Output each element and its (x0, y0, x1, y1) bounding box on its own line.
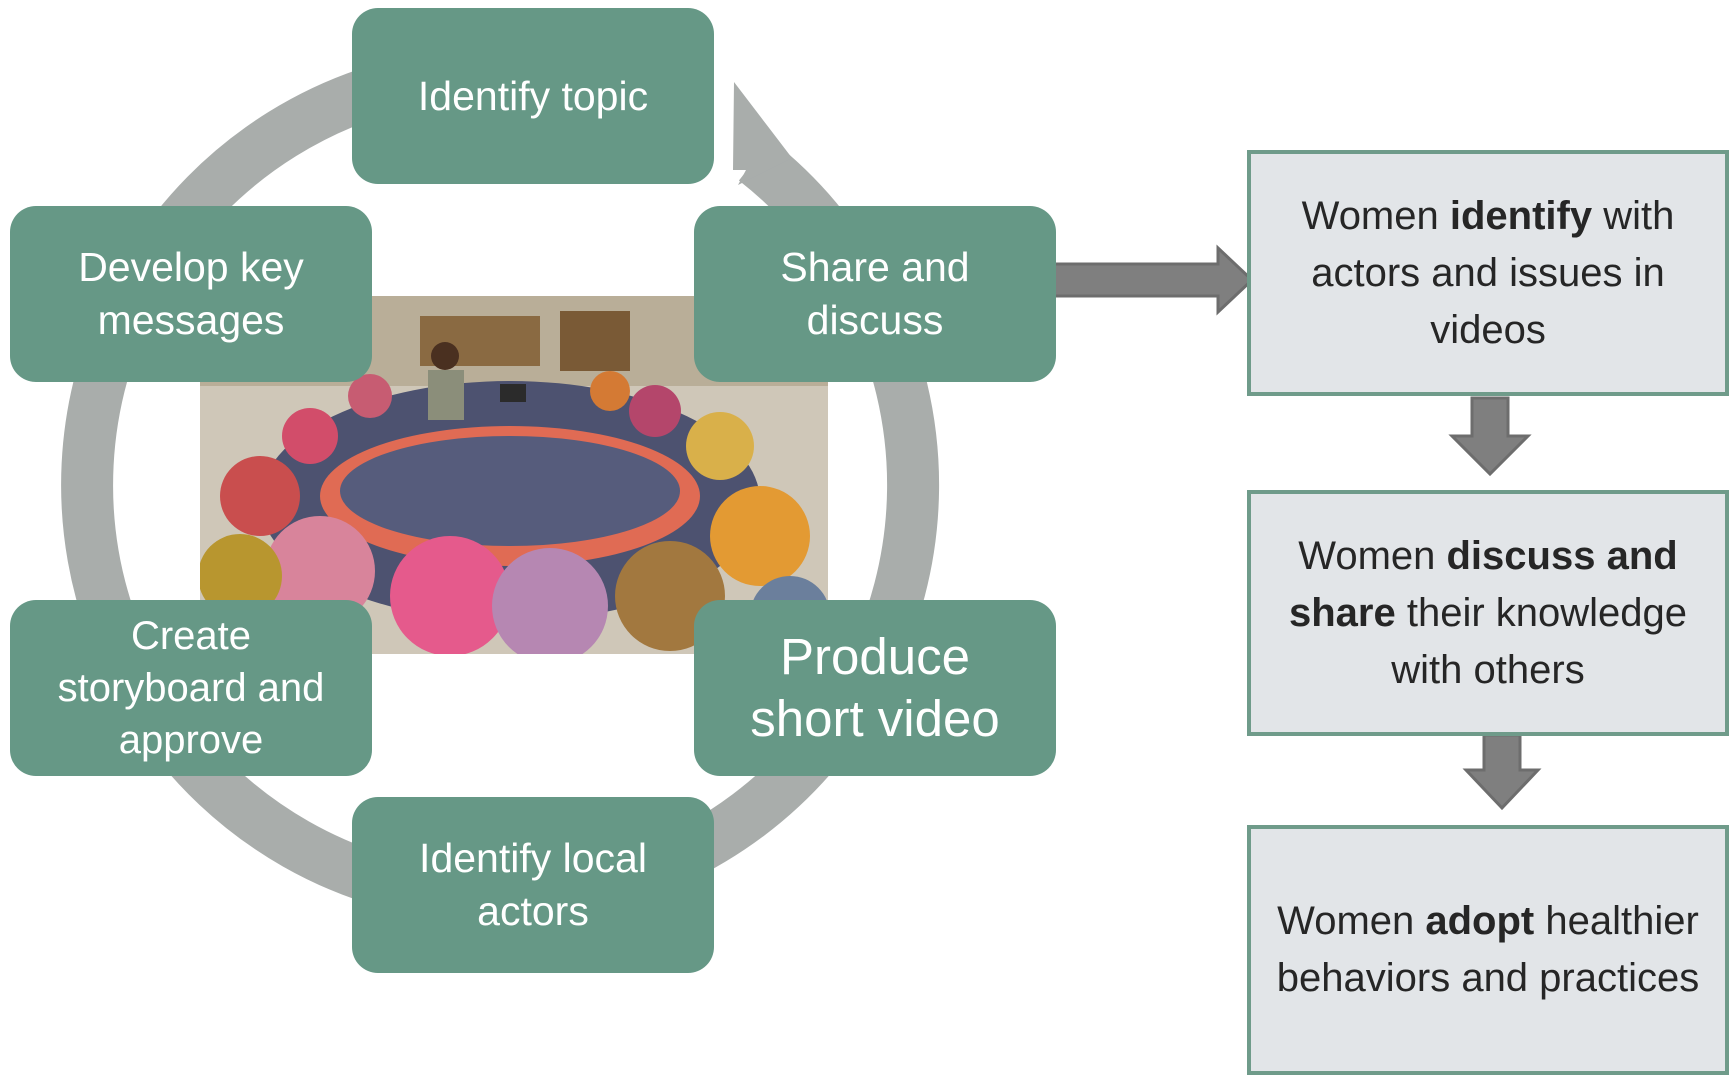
step-identify-topic: Identify topic (352, 8, 714, 184)
cycle-arrowhead (733, 82, 792, 185)
outcome-text-emphasis: adopt (1425, 899, 1535, 943)
step-create-storyboard: Create storyboard and approve (10, 600, 372, 776)
outcome-text-prefix: Women (1298, 533, 1447, 578)
outcome-text-emphasis: identify (1449, 193, 1593, 238)
outcome-text: Women discuss and share their knowledge … (1251, 528, 1725, 699)
outcome-text-prefix: Women (1301, 193, 1450, 238)
down-arrow-1 (1448, 396, 1532, 477)
outcome-text-prefix: Women (1277, 899, 1426, 943)
outcome-text-suffix: healthier behaviors and practices (1276, 899, 1700, 1000)
outcome-text: Women adopt healthier behaviors and prac… (1251, 893, 1725, 1007)
outcome-text: Women identify with actors and issues in… (1251, 188, 1725, 359)
outcome-box-adopt: Women adopt healthier behaviors and prac… (1247, 825, 1729, 1075)
outcome-text-suffix: their knowledge with others (1391, 590, 1688, 692)
step-develop-key-messages-label: Develop key messages (78, 244, 304, 343)
outcome-text-suffix: with actors and issues in videos (1311, 193, 1675, 352)
down-arrow-2 (1462, 733, 1542, 811)
step-identify-local-actors: Identify local actors (352, 797, 714, 973)
step-share-and-discuss: Share and discuss (694, 206, 1056, 382)
step-produce-short-video-label: Produce short video (750, 628, 1000, 747)
step-identify-local-actors-label: Identify local actors (419, 835, 647, 934)
step-identify-topic-label: Identify topic (417, 72, 649, 119)
right-arrow (1042, 244, 1255, 316)
outcome-box-discuss-share: Women discuss and share their knowledge … (1247, 490, 1729, 736)
flow-arrows (1042, 244, 1542, 811)
step-create-storyboard-label: Create storyboard and approve (57, 614, 325, 762)
outcome-box-identify: Women identify with actors and issues in… (1247, 150, 1729, 396)
step-share-and-discuss-label: Share and discuss (780, 244, 970, 343)
step-produce-short-video: Produce short video (694, 600, 1056, 776)
outcome-text-emphasis: discuss and share (1288, 533, 1678, 635)
step-develop-key-messages: Develop key messages (10, 206, 372, 382)
